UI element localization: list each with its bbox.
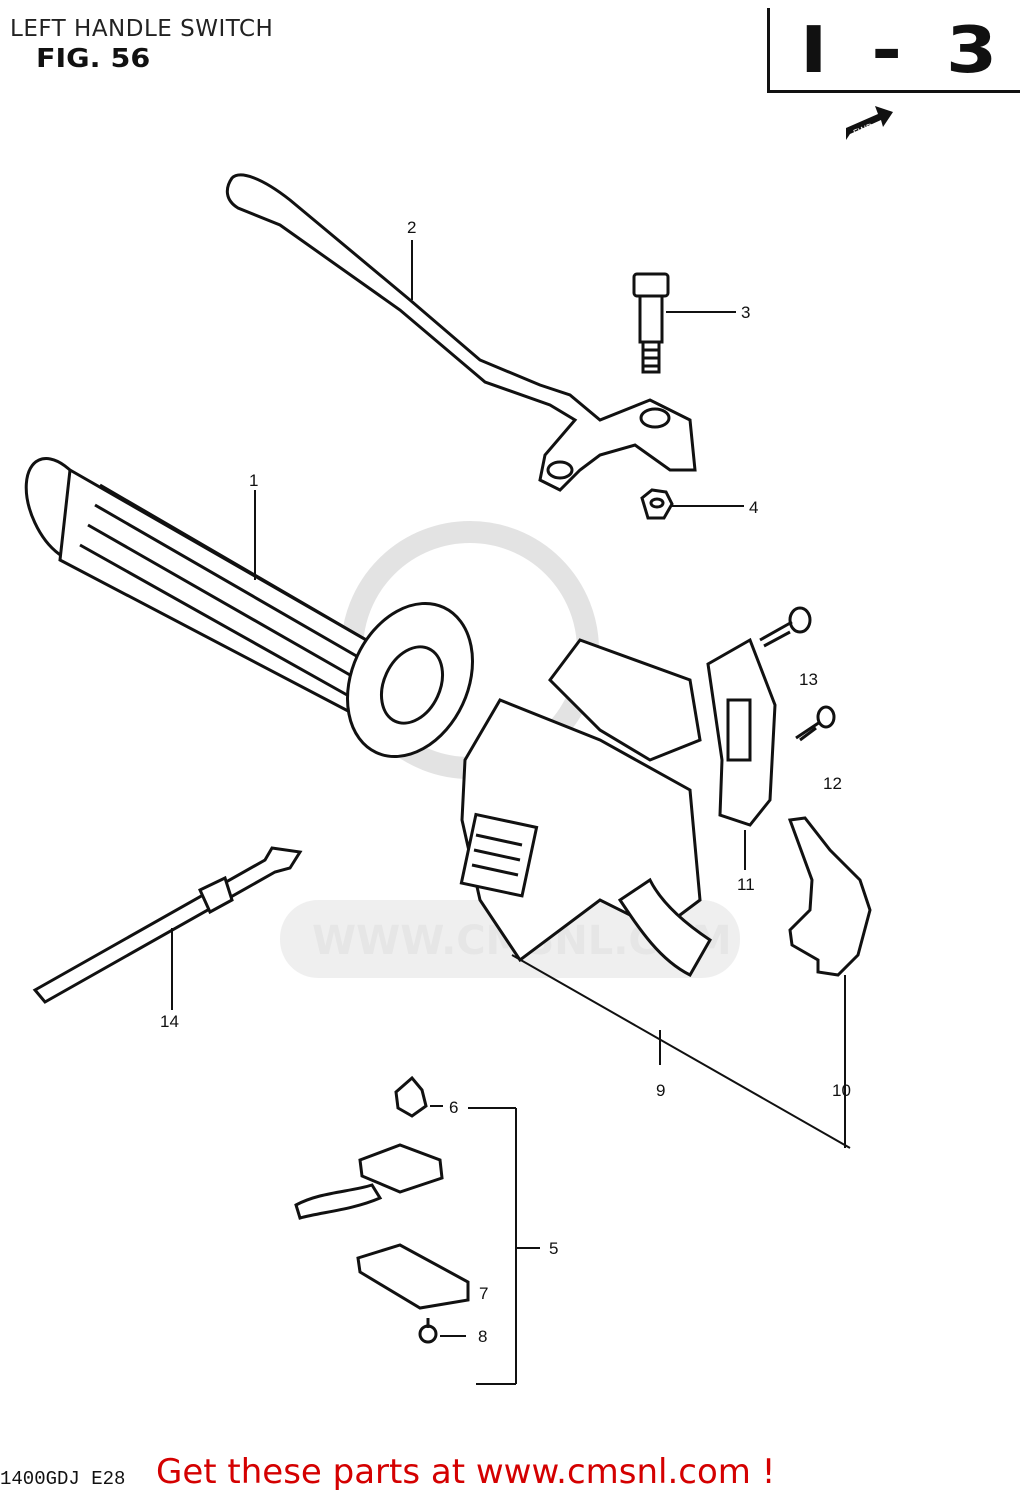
figure-label: FIG. 56 [36, 44, 151, 74]
clutch-lever [225, 173, 697, 492]
cable-band [32, 846, 303, 1004]
page-title: LEFT HANDLE SWITCH [10, 16, 274, 42]
switch-housing [459, 638, 712, 977]
leader-lines [171, 240, 851, 1385]
screw-13 [759, 606, 812, 648]
callout-14: 14 [160, 1012, 179, 1031]
callout-8: 8 [478, 1327, 487, 1346]
switch-bracket [706, 637, 777, 827]
callout-10: 10 [832, 1081, 851, 1100]
section-number: I - 3 [800, 14, 1007, 88]
section-box [767, 8, 1020, 93]
callout-9: 9 [656, 1081, 665, 1100]
callout-13: 13 [799, 670, 818, 689]
handlebar-grip [24, 457, 474, 759]
callout-5: 5 [549, 1239, 558, 1258]
forward-arrow-icon: FWD [846, 106, 893, 140]
switch-contact-set [294, 1075, 470, 1344]
callout-11: 11 [737, 875, 755, 894]
pivot-bolt [632, 272, 670, 374]
callout-2: 2 [407, 218, 416, 237]
callout-4: 4 [749, 498, 758, 517]
callout-6: 6 [449, 1098, 458, 1117]
callout-1: 1 [249, 471, 258, 490]
screw-12 [795, 705, 836, 742]
callout-12: 12 [823, 774, 842, 793]
callout-7: 7 [479, 1284, 488, 1303]
switch-cover [787, 816, 872, 977]
model-code: 1400GDJ E28 [0, 1468, 126, 1490]
lever-nut [640, 488, 674, 520]
parts-link[interactable]: Get these parts at www.cmsnl.com ! [156, 1452, 776, 1492]
callout-3: 3 [741, 303, 750, 322]
